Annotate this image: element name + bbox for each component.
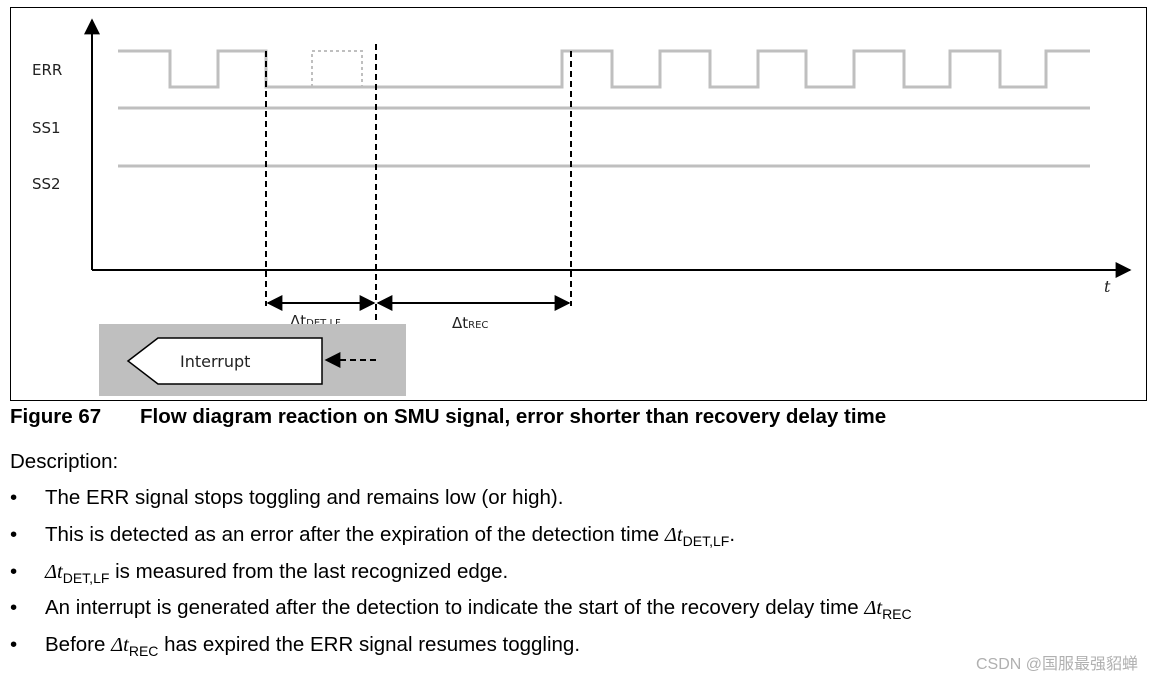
description-heading: Description: — [10, 450, 119, 473]
time-axis-label: t — [1104, 277, 1111, 296]
diagram-frame — [10, 7, 1147, 401]
watermark: CSDN @国服最强貂蝉 — [975, 656, 1138, 673]
list-item: •The ERR signal stops toggling and remai… — [10, 486, 564, 509]
signal-label-ss1: SS1 — [32, 119, 61, 137]
err-missing-pulse — [311, 50, 363, 87]
flow-diagram: ERR SS1 SS2 t ΔtDET,LF ΔtREC Interrupt — [10, 7, 1147, 401]
interrupt-label: Interrupt — [180, 352, 250, 371]
list-item: •An interrupt is generated after the det… — [10, 596, 912, 623]
err-waveform — [118, 49, 1090, 89]
list-item: •This is detected as an error after the … — [10, 522, 736, 549]
signal-label-err: ERR — [32, 61, 62, 79]
delta-rec-label: ΔtREC — [452, 314, 488, 332]
figure-title: Flow diagram reaction on SMU signal, err… — [140, 405, 887, 428]
list-item: •ΔtDET,LF is measured from the last reco… — [10, 559, 509, 586]
figure-number: Figure 67 — [10, 405, 102, 428]
signal-label-ss2: SS2 — [32, 175, 61, 193]
description-list: •The ERR signal stops toggling and remai… — [10, 486, 912, 670]
interrupt-arrow-shape — [126, 337, 323, 385]
list-item: •Before ΔtREC has expired the ERR signal… — [10, 633, 581, 660]
figure-caption: Figure 67 Flow diagram reaction on SMU si… — [10, 405, 886, 429]
